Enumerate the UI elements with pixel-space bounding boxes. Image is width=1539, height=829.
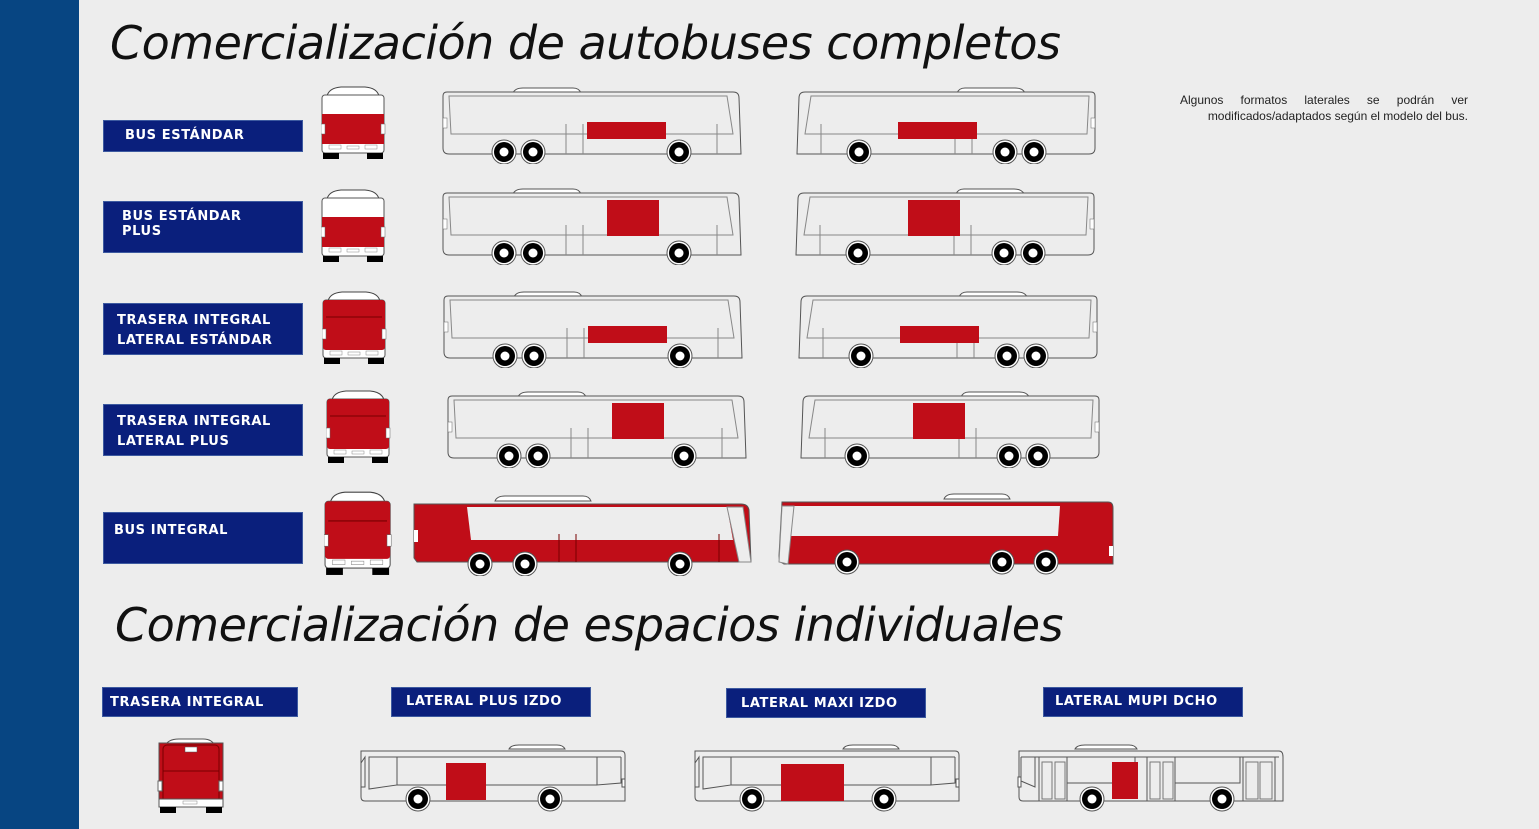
label-text: LATERAL MAXI IZDO: [741, 696, 898, 711]
label-bus-estandar: BUS ESTÁNDAR: [103, 120, 303, 152]
label-lateral-mupi-dcho: LATERAL MUPI DCHO: [1043, 687, 1243, 717]
label-lateral-maxi-izdo: LATERAL MAXI IZDO: [726, 688, 926, 718]
bus-left-side-plus-illustration: [447, 391, 747, 468]
label-bus-estandar-plus: BUS ESTÁNDAR PLUS: [103, 201, 303, 253]
section-title-individual-spaces: Comercialización de espacios individuale…: [115, 598, 1064, 652]
label-text: TRASERA INTEGRAL: [110, 695, 264, 710]
bus-right-side-integral-illustration: [778, 493, 1114, 575]
label-lateral-plus-izdo: LATERAL PLUS IZDO: [391, 687, 591, 717]
bus-rear-integral-illustration: [326, 390, 391, 464]
bus-left-side-standard-illustration: [442, 87, 742, 164]
label-trasera-integral-lateral-plus: TRASERA INTEGRAL LATERAL PLUS: [103, 404, 303, 456]
bus-rear-integral-illustration: [324, 491, 392, 576]
bus-rear-standard-illustration: [321, 189, 386, 263]
section-title-complete-buses: Comercialización de autobuses completos: [110, 16, 1061, 70]
label-line: BUS INTEGRAL: [114, 523, 229, 538]
bus-left-side-plus-illustration: [442, 188, 742, 265]
city-bus-lateral-maxi-illustration: [694, 744, 960, 812]
format-note: Algunos formatos laterales se podrán ver…: [1180, 93, 1468, 123]
bus-rear-standard-illustration: [321, 86, 386, 160]
bus-left-side-integral-illustration: [413, 495, 752, 576]
left-sidebar-strip: [0, 0, 79, 829]
city-bus-lateral-plus-illustration: [360, 744, 626, 812]
label-line: BUS ESTÁNDAR: [125, 128, 245, 143]
bus-left-side-standard-illustration: [443, 291, 743, 368]
label-trasera-integral: TRASERA INTEGRAL: [102, 687, 298, 717]
bus-right-side-standard-illustration: [798, 291, 1098, 368]
bus-rear-integral-illustration: [322, 291, 387, 365]
bus-right-side-plus-illustration: [800, 391, 1100, 468]
label-line: LATERAL ESTÁNDAR: [117, 333, 273, 348]
label-line: PLUS: [122, 224, 162, 239]
label-text: LATERAL MUPI DCHO: [1055, 694, 1218, 709]
bus-right-side-plus-illustration: [795, 188, 1095, 265]
bus-right-side-standard-illustration: [796, 87, 1096, 164]
label-line: LATERAL PLUS: [117, 434, 230, 449]
bus-rear-integral-illustration: [157, 738, 224, 813]
label-line: TRASERA INTEGRAL: [117, 313, 271, 328]
city-bus-lateral-mupi-illustration: [1017, 744, 1284, 812]
label-bus-integral: BUS INTEGRAL: [103, 512, 303, 564]
label-trasera-integral-lateral-estandar: TRASERA INTEGRAL LATERAL ESTÁNDAR: [103, 303, 303, 355]
label-line: TRASERA INTEGRAL: [117, 414, 271, 429]
label-text: LATERAL PLUS IZDO: [406, 694, 563, 709]
label-line: BUS ESTÁNDAR: [122, 209, 242, 224]
